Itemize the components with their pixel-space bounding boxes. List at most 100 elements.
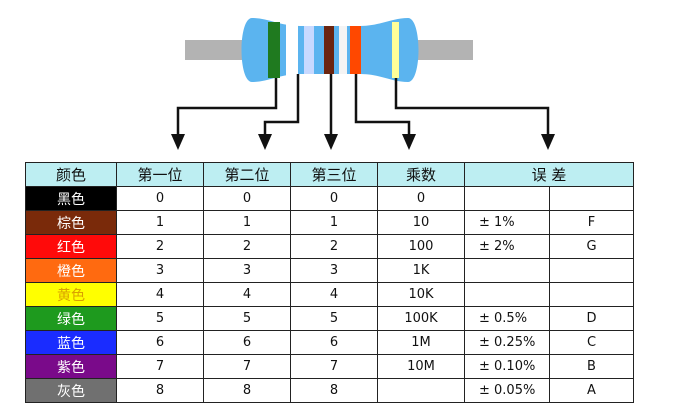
- digit2-cell: 4: [203, 282, 291, 307]
- digit1-cell: 5: [116, 306, 204, 331]
- color-name-cell: 红色: [25, 234, 117, 259]
- table-header-row: 颜色 第一位 第二位 第三位 乘数 误 差: [25, 162, 634, 187]
- digit1-cell: 7: [116, 354, 204, 379]
- digit2-cell: 7: [203, 354, 291, 379]
- digit3-cell: 1: [290, 210, 378, 235]
- resistor-band: [268, 22, 280, 78]
- tolerance-value-cell: [464, 258, 550, 283]
- arrowhead: [541, 134, 555, 150]
- digit1-cell: 0: [116, 186, 204, 211]
- resistor-band: [392, 22, 399, 78]
- digit1-cell: 8: [116, 378, 204, 403]
- multiplier-cell: 10: [377, 210, 465, 235]
- digit3-cell: 7: [290, 354, 378, 379]
- digit1-cell: 4: [116, 282, 204, 307]
- arrow-line: [176, 78, 278, 146]
- digit2-cell: 2: [203, 234, 291, 259]
- tolerance-value-cell: ± 1%: [464, 210, 550, 235]
- tolerance-value-cell: [464, 186, 550, 211]
- digit1-cell: 1: [116, 210, 204, 235]
- tolerance-letter-cell: [549, 186, 634, 211]
- arrowhead: [402, 134, 416, 150]
- digit3-cell: 6: [290, 330, 378, 355]
- arrow-line: [394, 78, 550, 146]
- color-name-cell: 棕色: [25, 210, 117, 235]
- multiplier-cell: 10K: [377, 282, 465, 307]
- band-arrows: [171, 74, 555, 150]
- tolerance-value-cell: ± 0.25%: [464, 330, 550, 355]
- digit2-cell: 8: [203, 378, 291, 403]
- resistor-band: [286, 22, 298, 78]
- resistor-bands: [268, 22, 399, 78]
- digit3-cell: 3: [290, 258, 378, 283]
- resistor-lead-right: [410, 40, 473, 60]
- multiplier-cell: 0: [377, 186, 465, 211]
- resistor-lead-left: [185, 40, 247, 60]
- tolerance-value-cell: ± 2%: [464, 234, 550, 259]
- digit2-cell: 3: [203, 258, 291, 283]
- tolerance-letter-cell: D: [549, 306, 634, 331]
- color-name-cell: 绿色: [25, 306, 117, 331]
- resistor-band: [350, 26, 361, 74]
- arrowhead: [324, 134, 338, 150]
- digit1-cell: 3: [116, 258, 204, 283]
- multiplier-cell: 1M: [377, 330, 465, 355]
- tolerance-letter-cell: C: [549, 330, 634, 355]
- digit1-cell: 2: [116, 234, 204, 259]
- header-multiplier: 乘数: [377, 162, 465, 187]
- color-name-cell: 蓝色: [25, 330, 117, 355]
- resistor-band: [324, 26, 334, 74]
- multiplier-cell: [377, 378, 465, 403]
- resistor-band: [304, 26, 314, 74]
- resistor-diagram: [171, 18, 555, 150]
- color-name-cell: 橙色: [25, 258, 117, 283]
- header-digit3: 第三位: [290, 162, 378, 187]
- tolerance-value-cell: ± 0.05%: [464, 378, 550, 403]
- header-digit2: 第二位: [203, 162, 291, 187]
- header-digit1: 第一位: [116, 162, 204, 187]
- arrow-line: [354, 74, 411, 146]
- tolerance-letter-cell: [549, 258, 634, 283]
- multiplier-cell: 10M: [377, 354, 465, 379]
- resistor-band: [339, 26, 347, 74]
- multiplier-cell: 1K: [377, 258, 465, 283]
- tolerance-letter-cell: G: [549, 234, 634, 259]
- digit3-cell: 5: [290, 306, 378, 331]
- digit1-cell: 6: [116, 330, 204, 355]
- color-name-cell: 黄色: [25, 282, 117, 307]
- digit2-cell: 1: [203, 210, 291, 235]
- header-color: 颜色: [25, 162, 117, 187]
- tolerance-value-cell: ± 0.5%: [464, 306, 550, 331]
- color-name-cell: 紫色: [25, 354, 117, 379]
- digit3-cell: 4: [290, 282, 378, 307]
- digit2-cell: 6: [203, 330, 291, 355]
- tolerance-letter-cell: F: [549, 210, 634, 235]
- digit3-cell: 0: [290, 186, 378, 211]
- digit2-cell: 5: [203, 306, 291, 331]
- color-name-cell: 黑色: [25, 186, 117, 211]
- digit3-cell: 2: [290, 234, 378, 259]
- multiplier-cell: 100: [377, 234, 465, 259]
- tolerance-value-cell: ± 0.10%: [464, 354, 550, 379]
- header-tolerance: 误 差: [464, 162, 634, 187]
- tolerance-letter-cell: A: [549, 378, 634, 403]
- digit2-cell: 0: [203, 186, 291, 211]
- tolerance-value-cell: [464, 282, 550, 307]
- arrowhead: [258, 134, 272, 150]
- arrowhead: [171, 134, 185, 150]
- multiplier-cell: 100K: [377, 306, 465, 331]
- digit3-cell: 8: [290, 378, 378, 403]
- tolerance-letter-cell: B: [549, 354, 634, 379]
- color-name-cell: 灰色: [25, 378, 117, 403]
